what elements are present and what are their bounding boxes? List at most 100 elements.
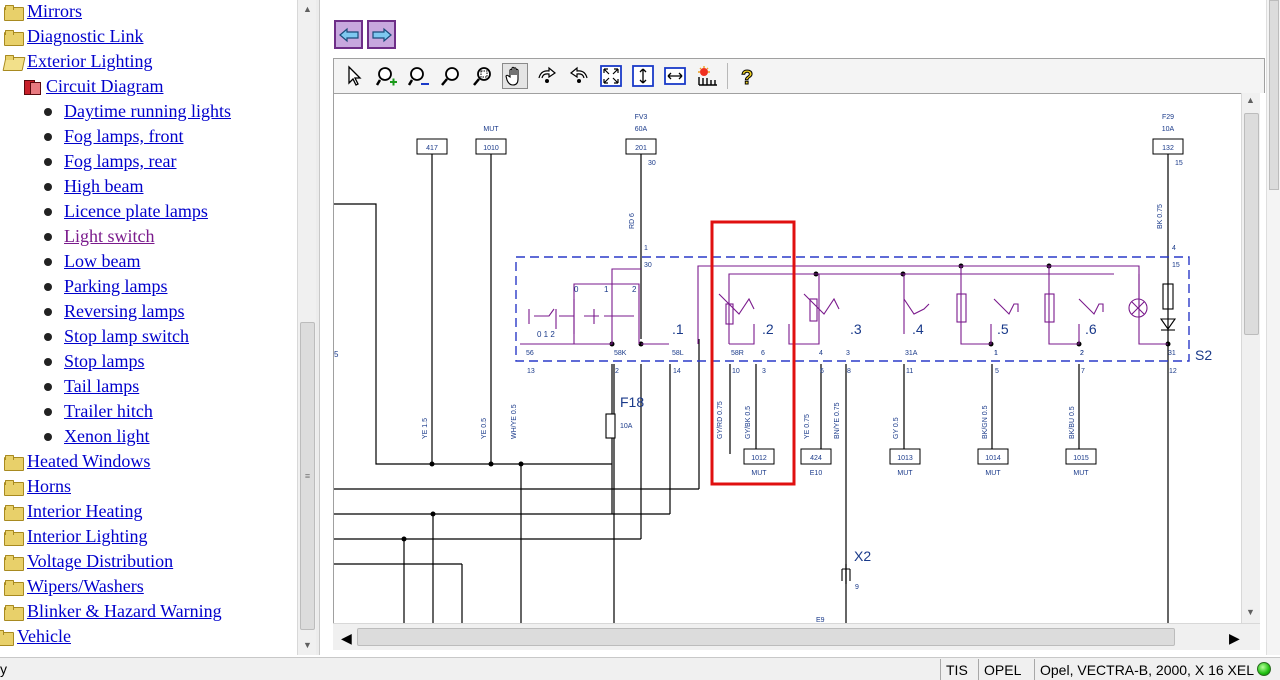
- tree-item[interactable]: Circuit Diagram: [24, 74, 163, 99]
- tree-scroll-thumb[interactable]: ≡: [300, 322, 315, 630]
- scroll-down-arrow-icon[interactable]: ▼: [1246, 607, 1255, 617]
- tree-item[interactable]: High beam: [40, 174, 143, 199]
- highlight-net-button[interactable]: [694, 63, 720, 89]
- fit-height-button[interactable]: [630, 63, 656, 89]
- tree-item[interactable]: Interior Lighting: [4, 524, 147, 549]
- tree-item-link[interactable]: Blinker & Hazard Warning: [27, 601, 222, 621]
- scroll-up-arrow-icon[interactable]: ▲: [1246, 95, 1255, 105]
- tree-item-link[interactable]: Heated Windows: [27, 451, 151, 471]
- connector-number: 424: [810, 455, 822, 462]
- tree-item-link[interactable]: Horns: [27, 476, 71, 496]
- tree-item-link[interactable]: Xenon light: [64, 426, 150, 446]
- tree-item-link[interactable]: Exterior Lighting: [27, 51, 153, 71]
- diagram-hscroll-thumb[interactable]: [357, 628, 1175, 646]
- tree-item[interactable]: Exterior Lighting: [4, 49, 152, 74]
- tree-item-link[interactable]: Vehicle: [17, 626, 71, 646]
- bottom-connector-box[interactable]: [800, 448, 832, 465]
- zoom-area-button[interactable]: [470, 63, 496, 89]
- tree-item-link[interactable]: Circuit Diagram: [46, 76, 164, 96]
- tree-item-link[interactable]: Fog lamps, rear: [64, 151, 177, 171]
- bottom-connector-box[interactable]: [1065, 448, 1097, 465]
- tree-item[interactable]: Licence plate lamps: [40, 199, 208, 224]
- tree-item-link[interactable]: Stop lamp switch: [64, 326, 189, 346]
- tree-item[interactable]: Heated Windows: [4, 449, 150, 474]
- tree-item[interactable]: Blinker & Hazard Warning: [4, 599, 222, 624]
- tree-item[interactable]: Voltage Distribution: [4, 549, 173, 574]
- rotate-clockwise-button[interactable]: [534, 63, 560, 89]
- scroll-down-arrow-icon[interactable]: ▼: [303, 639, 312, 650]
- tree-item[interactable]: Diagnostic Link: [4, 24, 143, 49]
- tree-item[interactable]: Interior Heating: [4, 499, 142, 524]
- zoom-area-icon: [473, 67, 491, 86]
- tree-item-link[interactable]: Diagnostic Link: [27, 26, 144, 46]
- fuse-rating: 10A: [1162, 126, 1175, 133]
- fuse-name: F18: [620, 394, 644, 410]
- tree-item[interactable]: Mirrors: [4, 0, 82, 24]
- tree-item-link[interactable]: Light switch: [64, 226, 155, 246]
- tree-item[interactable]: Light switch: [40, 224, 155, 249]
- back-button[interactable]: [334, 20, 363, 49]
- tree-scrollbar[interactable]: ▲ ≡ ▼: [297, 0, 316, 655]
- switch-position: 0: [574, 285, 579, 294]
- tree-item[interactable]: Tail lamps: [40, 374, 139, 399]
- top-connector-box[interactable]: [475, 138, 507, 155]
- fit-page-button[interactable]: [598, 63, 624, 89]
- top-connector-box[interactable]: [625, 138, 657, 155]
- diagram-horizontal-scrollbar[interactable]: ◀ ▶: [333, 623, 1260, 650]
- tree-item[interactable]: Low beam: [40, 249, 140, 274]
- pin-number: 7: [1081, 368, 1085, 375]
- tree-item-link[interactable]: Stop lamps: [64, 351, 145, 371]
- top-connector-box[interactable]: [1152, 138, 1184, 155]
- zoom-in-button[interactable]: [374, 63, 400, 89]
- tree-item-link[interactable]: Mirrors: [27, 1, 82, 21]
- tree-item[interactable]: Reversing lamps: [40, 299, 184, 324]
- zoom-button[interactable]: [438, 63, 464, 89]
- diagram-vertical-scrollbar[interactable]: ▲ ▼: [1241, 93, 1260, 623]
- tree-item[interactable]: Horns: [4, 474, 71, 499]
- tree-item[interactable]: Fog lamps, rear: [40, 149, 176, 174]
- switch-contact-number: .2: [762, 321, 774, 337]
- bottom-connector-box[interactable]: [977, 448, 1009, 465]
- diagram-vscroll-thumb[interactable]: [1244, 113, 1259, 335]
- tree-item-link[interactable]: Licence plate lamps: [64, 201, 208, 221]
- tree-item-link[interactable]: Fog lamps, front: [64, 126, 184, 146]
- rotate-counterclockwise-button[interactable]: [566, 63, 592, 89]
- zoom-out-button[interactable]: [406, 63, 432, 89]
- tree-item-link[interactable]: Interior Heating: [27, 501, 143, 521]
- tree-item-link[interactable]: Reversing lamps: [64, 301, 185, 321]
- tree-item[interactable]: Wipers/Washers: [4, 574, 144, 599]
- tree-item-link[interactable]: Trailer hitch: [64, 401, 153, 421]
- tree-item-link[interactable]: Low beam: [64, 251, 141, 271]
- tree-item-link[interactable]: Voltage Distribution: [27, 551, 174, 571]
- tree-item-link[interactable]: Daytime running lights: [64, 101, 231, 121]
- pan-tool-button[interactable]: [502, 63, 528, 89]
- tree-item[interactable]: Daytime running lights: [40, 99, 231, 124]
- tree-item[interactable]: Vehicle: [0, 624, 71, 649]
- tree-item-link[interactable]: Wipers/Washers: [27, 576, 144, 596]
- scroll-up-arrow-icon[interactable]: ▲: [303, 3, 312, 14]
- pointer-tool-button[interactable]: [342, 63, 368, 89]
- tree-item[interactable]: Trailer hitch: [40, 399, 153, 424]
- tree-item-link[interactable]: Tail lamps: [64, 376, 140, 396]
- help-button[interactable]: ?: [734, 63, 760, 89]
- scroll-left-arrow-icon[interactable]: ◀: [341, 630, 352, 646]
- scroll-right-arrow-icon[interactable]: ▶: [1229, 630, 1240, 646]
- bottom-connector-box[interactable]: [889, 448, 921, 465]
- folder-icon: [4, 604, 24, 621]
- tree-item-link[interactable]: Interior Lighting: [27, 526, 148, 546]
- forward-button[interactable]: [367, 20, 396, 49]
- tree-item-link[interactable]: High beam: [64, 176, 144, 196]
- fit-width-button[interactable]: [662, 63, 688, 89]
- window-scroll-thumb[interactable]: [1269, 0, 1279, 190]
- tree-item[interactable]: Xenon light: [40, 424, 150, 449]
- top-connector-box[interactable]: [416, 138, 448, 155]
- tree-item[interactable]: Stop lamps: [40, 349, 145, 374]
- pane-splitter[interactable]: [316, 0, 320, 655]
- tree-item[interactable]: Fog lamps, front: [40, 124, 184, 149]
- bottom-connector-box[interactable]: [743, 448, 775, 465]
- tree-item-link[interactable]: Parking lamps: [64, 276, 168, 296]
- tree-item[interactable]: Stop lamp switch: [40, 324, 189, 349]
- window-scrollbar[interactable]: [1266, 0, 1280, 655]
- tree-item[interactable]: Parking lamps: [40, 274, 168, 299]
